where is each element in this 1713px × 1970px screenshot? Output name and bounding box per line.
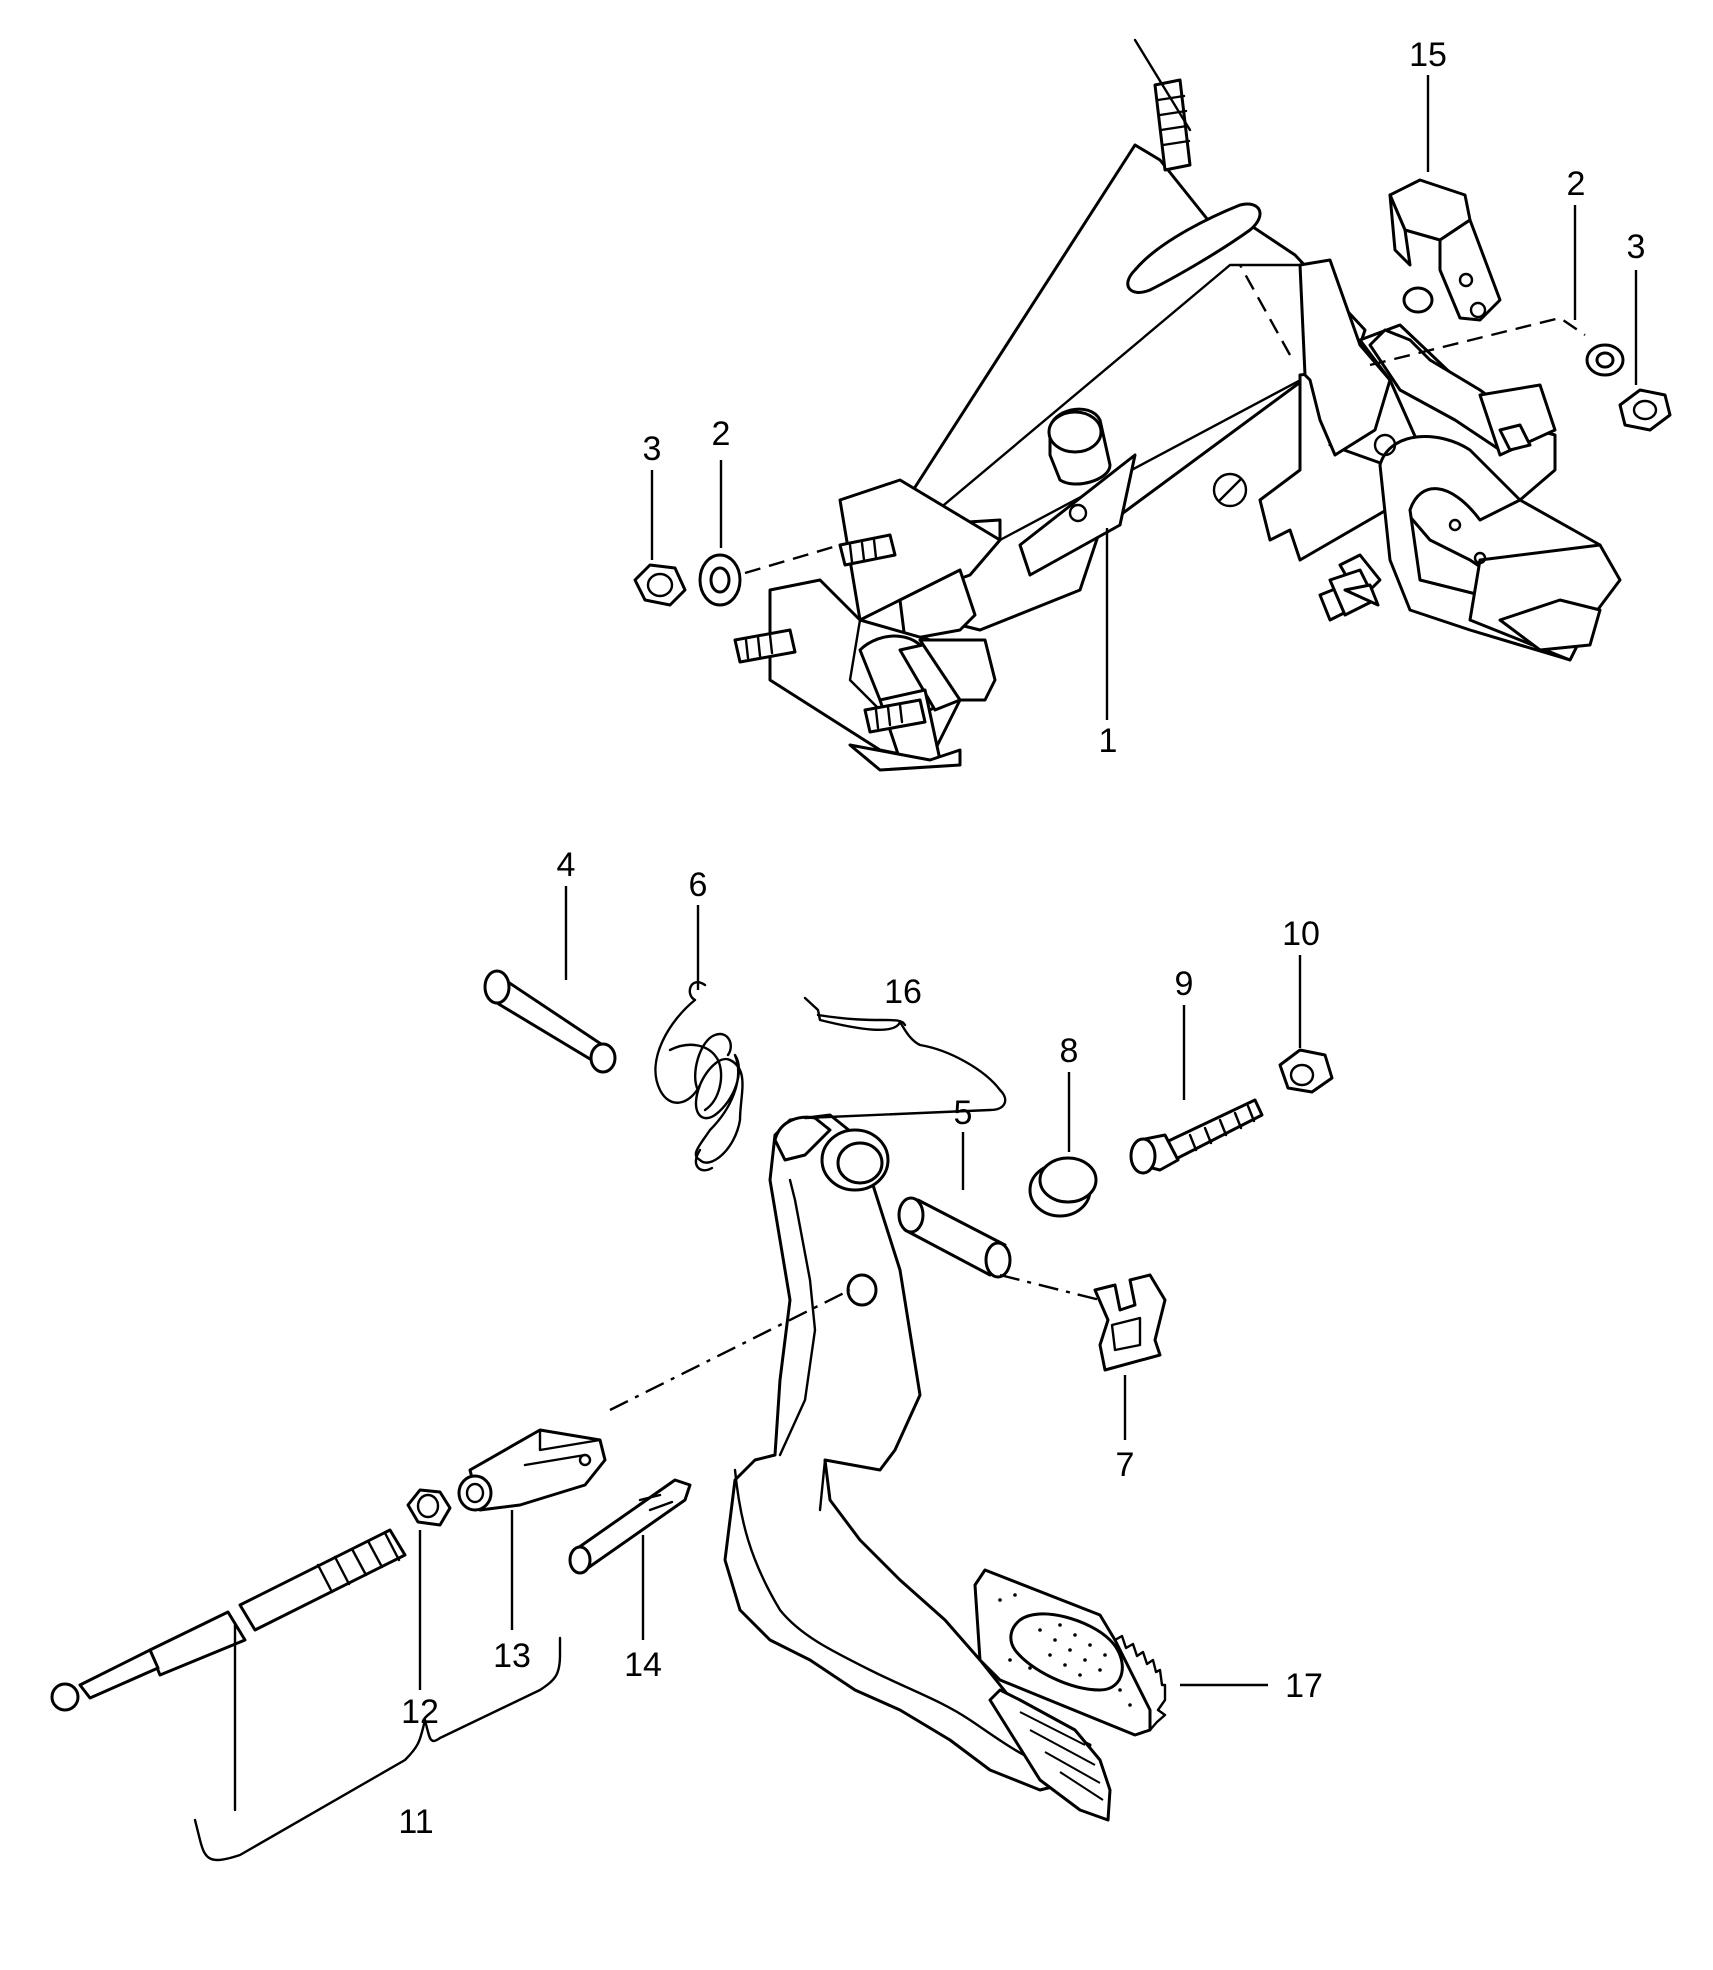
clevis-part-13 (457, 1428, 607, 1512)
pedal-arm-part-16 (723, 1113, 1092, 1792)
callout-labels: 1 2 3 2 3 15 4 6 16 5 8 9 10 7 12 13 14 … (398, 36, 1645, 1841)
callout-11: 11 (398, 1803, 433, 1841)
callout-7: 7 (1116, 1446, 1135, 1484)
pedal-bracket-part-1 (733, 38, 1622, 772)
callout-13: 13 (493, 1637, 531, 1675)
switch-part-15 (1388, 178, 1502, 322)
callout-1: 1 (1099, 722, 1118, 760)
callout-6: 6 (689, 866, 708, 904)
clevis-pin-part-14 (568, 1478, 692, 1575)
stud-left-middle (733, 628, 797, 664)
callout-2-right: 2 (1567, 165, 1586, 203)
stud-left-lower (863, 698, 927, 734)
bushing-alignment-line (999, 1273, 1101, 1302)
callout-17: 17 (1285, 1667, 1323, 1705)
callout-3-right: 3 (1627, 228, 1646, 266)
callout-12: 12 (401, 1693, 439, 1731)
clip-part-7 (1093, 1273, 1167, 1372)
leader-lines (418, 75, 1638, 1690)
rod-alignment-line (609, 1288, 851, 1412)
push-rod-part-11 (50, 1528, 407, 1712)
callout-2-left: 2 (712, 415, 731, 453)
nut-part-10 (1278, 1048, 1334, 1094)
pedal-pad-part-17 (973, 1568, 1167, 1822)
callout-4: 4 (557, 846, 576, 884)
brace-part-11 (193, 1636, 562, 1862)
nut-part-3-right (1618, 388, 1672, 432)
dashed-assembly-line-switch (1238, 264, 1292, 356)
stud-left-upper (838, 533, 897, 567)
dashed-assembly-line-right (1369, 316, 1586, 367)
callout-16: 16 (884, 973, 922, 1011)
bushing-part-5 (897, 1196, 1012, 1279)
washer-part-2-right (1585, 343, 1625, 377)
callout-5: 5 (954, 1094, 973, 1132)
nut-part-3-left (633, 563, 687, 607)
brace-part-16 (803, 996, 1007, 1120)
nut-part-12 (406, 1488, 452, 1527)
callout-10: 10 (1282, 915, 1320, 953)
cap-part-8 (1028, 1156, 1098, 1218)
return-spring-part-6 (654, 981, 744, 1172)
callout-8: 8 (1060, 1032, 1079, 1070)
pivot-pin-part-4 (483, 969, 617, 1074)
washer-part-2-left (698, 553, 742, 607)
dashed-assembly-line-left (744, 543, 841, 575)
callout-14: 14 (624, 1646, 662, 1684)
callout-15: 15 (1409, 36, 1447, 74)
bolt-part-9 (1129, 1098, 1264, 1175)
pedal-pad-dots (998, 1593, 1132, 1707)
callout-9: 9 (1175, 965, 1194, 1003)
callout-3-left: 3 (643, 430, 662, 468)
